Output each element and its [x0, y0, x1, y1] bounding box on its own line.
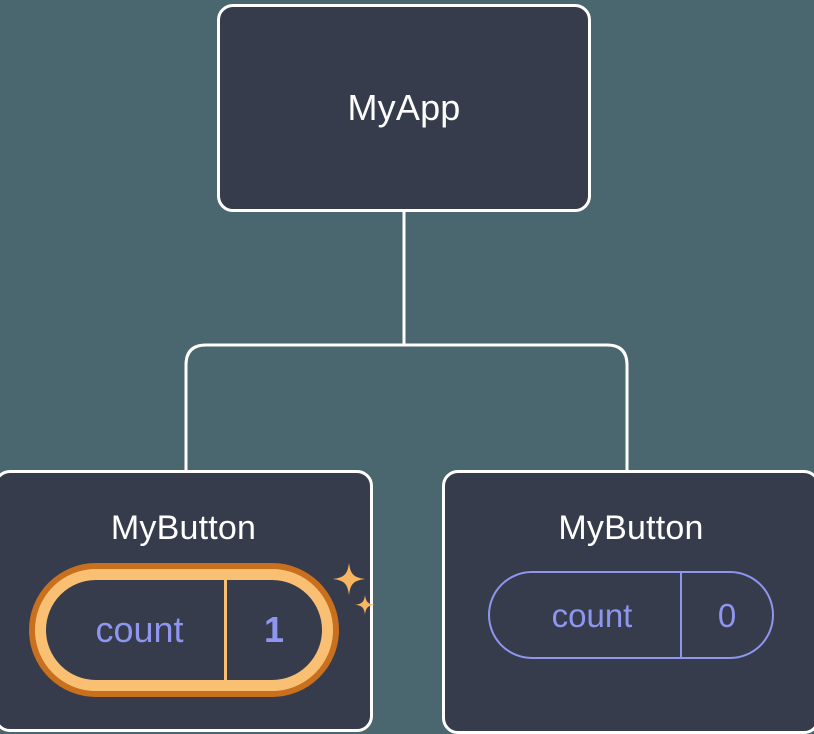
node-title-right: MyButton	[558, 509, 704, 547]
state-key-left: count	[95, 609, 184, 650]
state-key-right: count	[551, 596, 633, 634]
node-title-left: MyButton	[110, 509, 257, 547]
state-pill-wrapper-left: count 1	[28, 563, 375, 697]
node-myapp[interactable]: MyApp	[217, 4, 591, 212]
node-mybutton-left[interactable]: MyButton count 1	[0, 470, 375, 732]
state-value-left: 1	[223, 580, 322, 680]
state-pill-inner-left: count 1	[34, 569, 333, 691]
state-value-right: 0	[680, 573, 772, 657]
node-mybutton-right[interactable]: MyButton count 0	[442, 470, 814, 734]
state-pill-left[interactable]: count 1	[28, 563, 339, 697]
edge-branch-bus	[184, 343, 629, 470]
state-pill-right[interactable]: count 0	[488, 571, 774, 659]
node-title-root: MyApp	[347, 87, 461, 128]
state-pill-wrapper-right: count 0	[488, 571, 774, 659]
